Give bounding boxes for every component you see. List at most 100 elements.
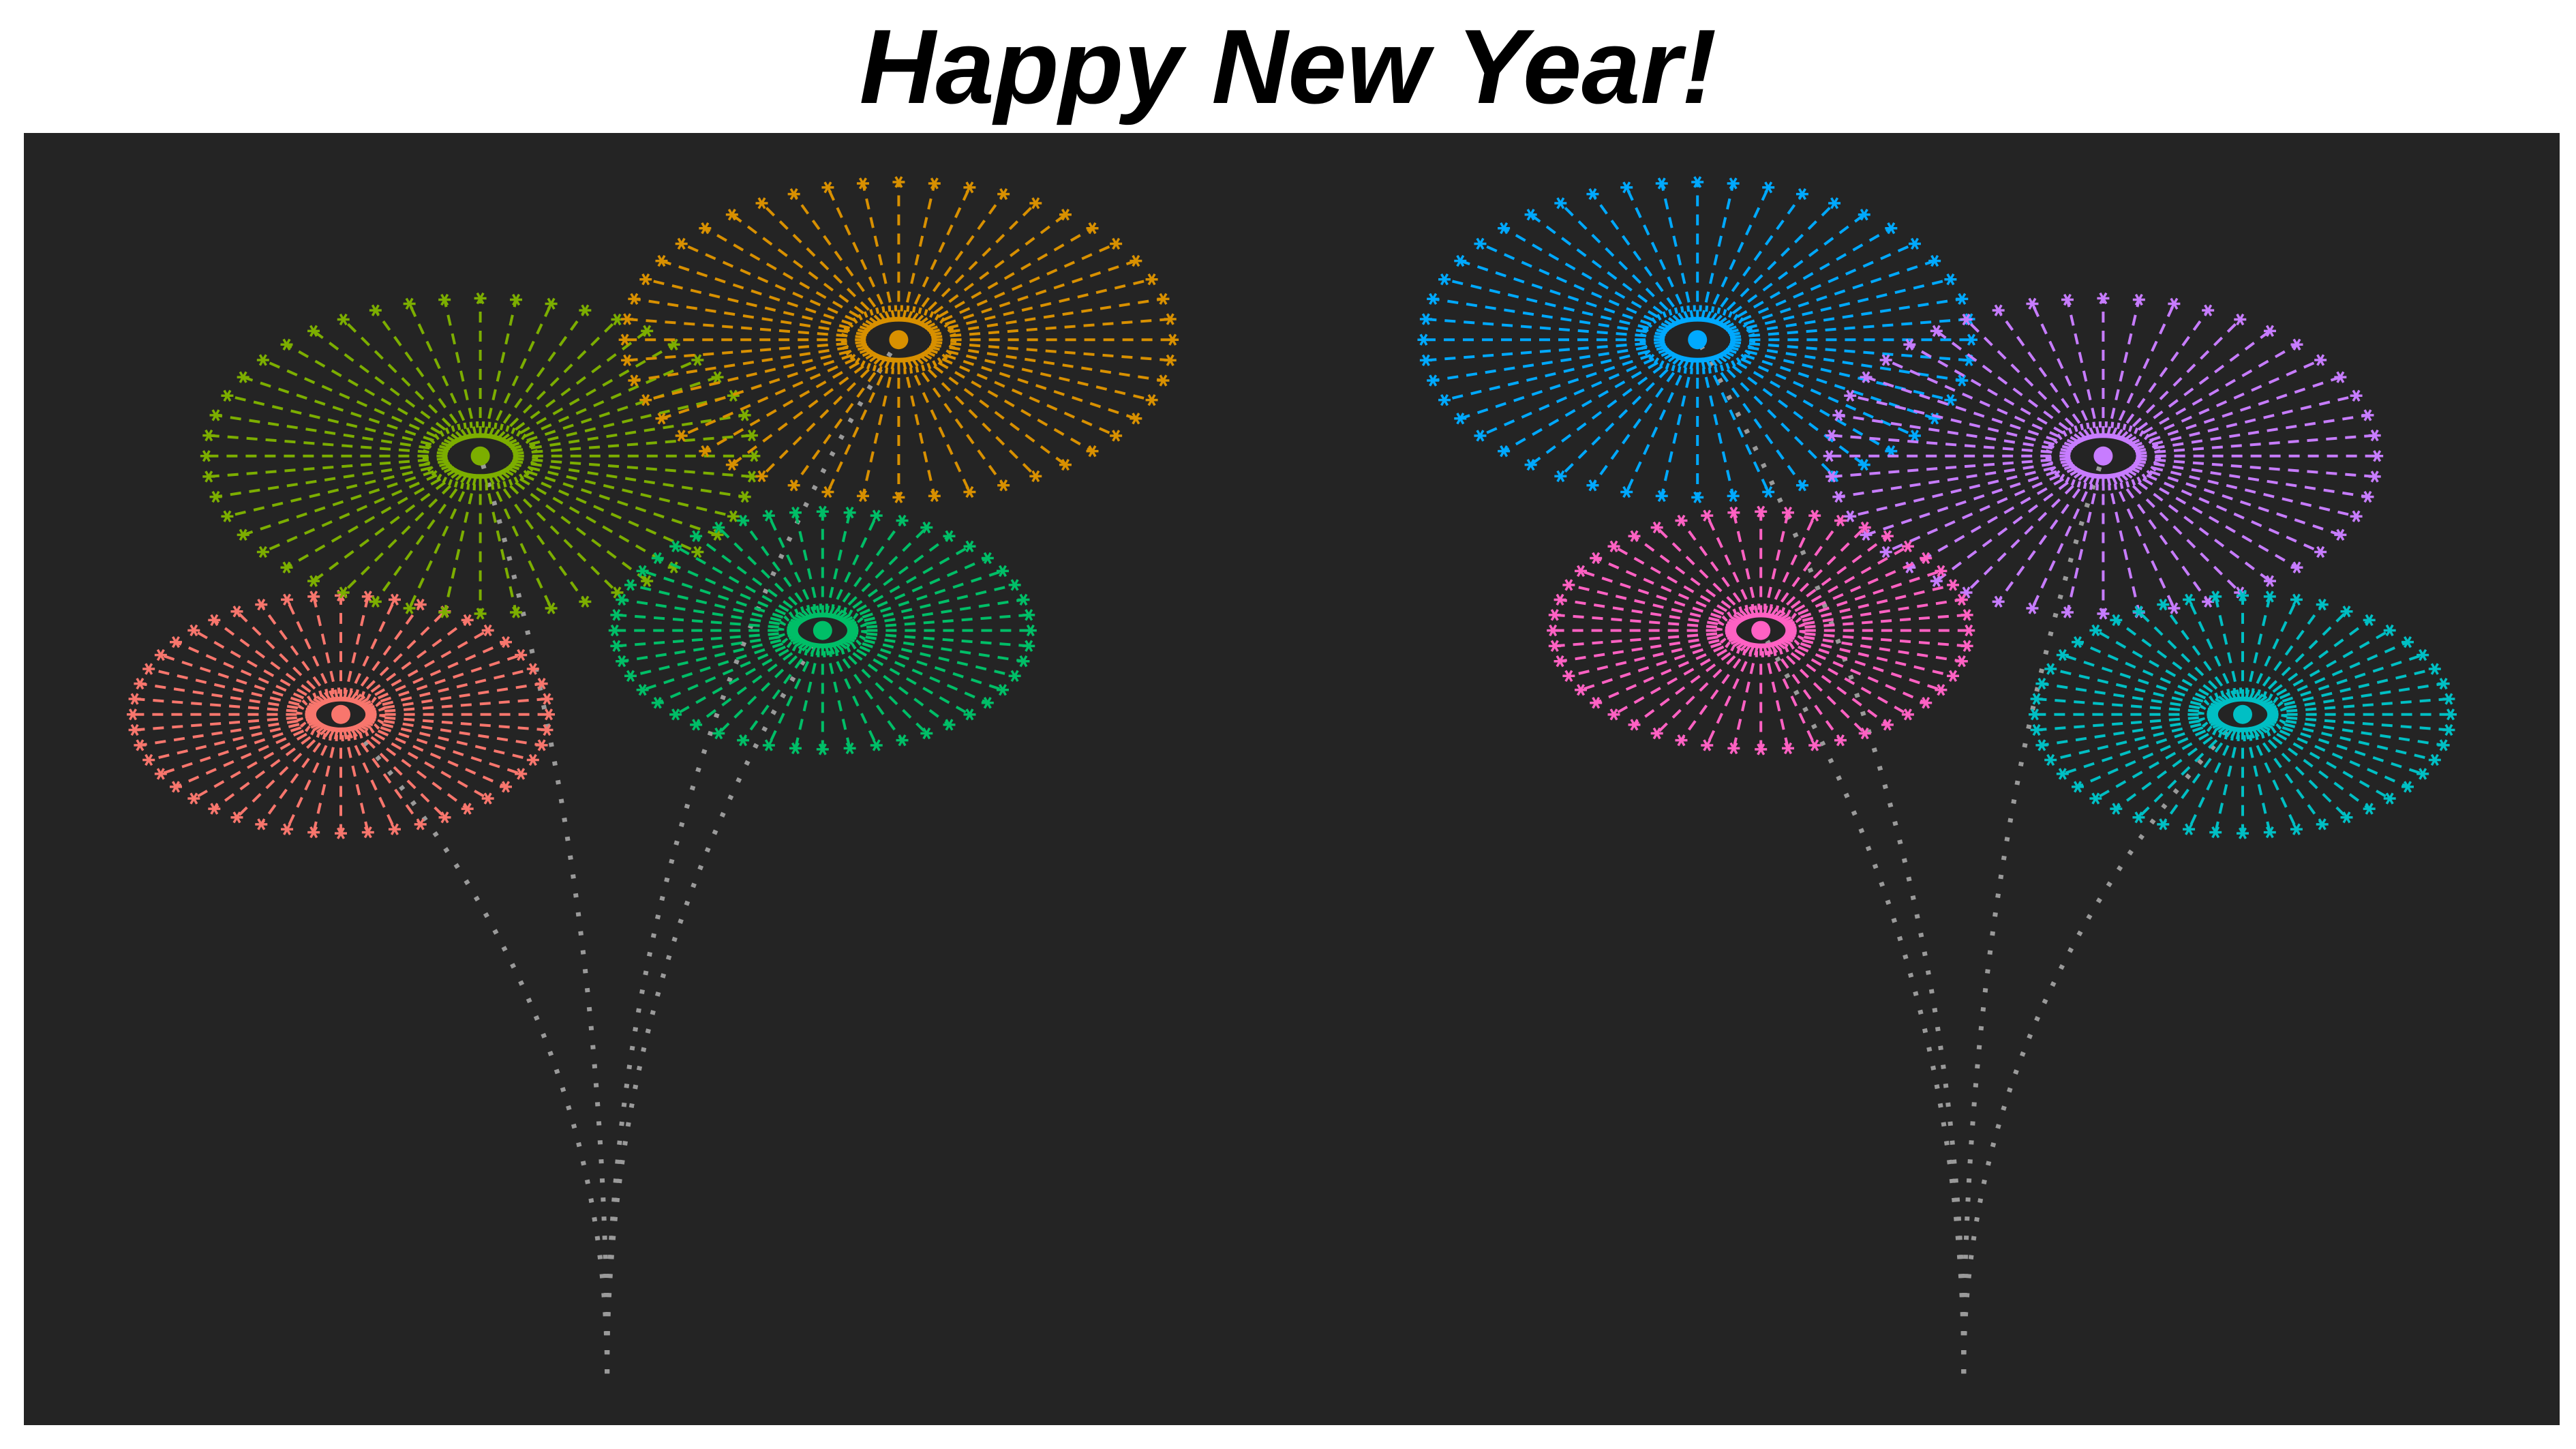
burst-star	[134, 677, 147, 690]
burst-star	[1110, 237, 1123, 250]
star-stroke	[2170, 297, 2179, 310]
star-stroke	[1166, 313, 1175, 325]
burst-star	[997, 188, 1010, 200]
burst-star	[2437, 677, 2450, 690]
star-stroke	[2265, 826, 2274, 839]
burst-star	[256, 546, 269, 558]
burst-ray	[2262, 640, 2408, 707]
star-stroke	[2430, 663, 2439, 675]
star-stroke	[1860, 458, 1868, 471]
burst-ray	[831, 520, 904, 618]
burst-star	[2056, 648, 2069, 661]
star-stroke	[1577, 565, 1586, 578]
burst-star	[403, 602, 416, 614]
star-stroke	[2439, 739, 2448, 751]
burst-star	[438, 293, 451, 306]
burst-star	[1022, 609, 1035, 621]
burst-ray	[374, 309, 469, 440]
star-stroke	[1147, 394, 1156, 406]
burst-ray	[2125, 468, 2298, 569]
burst-ray	[2031, 473, 2096, 609]
burst-star	[1164, 354, 1177, 367]
burst-ray	[374, 473, 469, 603]
burst-star	[2044, 753, 2057, 766]
burst-star	[128, 693, 141, 705]
star-stroke	[204, 470, 213, 483]
burst-star	[200, 450, 213, 462]
burst-ray	[634, 343, 868, 383]
burst-ray	[1680, 642, 1753, 741]
burst-star	[1992, 595, 2005, 608]
star-stroke	[1166, 354, 1175, 367]
burst-star	[128, 723, 141, 736]
burst-ray	[365, 717, 542, 747]
burst-ray	[704, 226, 877, 328]
burst-star	[208, 803, 221, 815]
star-stroke	[517, 648, 526, 661]
star-stroke	[1421, 354, 1430, 367]
burst-ray	[1704, 357, 1770, 493]
burst-star	[1930, 325, 1943, 338]
burst-ray	[262, 359, 455, 446]
burst-star	[691, 354, 704, 366]
burst-ray	[408, 473, 473, 609]
star-stroke	[922, 521, 931, 534]
star-stroke	[1025, 609, 1033, 621]
burst-star	[1008, 670, 1021, 682]
burst-ray	[2062, 653, 2222, 709]
burst-star	[2157, 599, 2170, 611]
burst-ray	[1625, 357, 1691, 493]
firework-burst	[618, 176, 1179, 504]
burst-star	[1575, 684, 1588, 696]
star-stroke	[1798, 188, 1806, 200]
burst-star	[1956, 374, 1969, 387]
burst-ray	[846, 633, 1024, 663]
star-stroke	[405, 297, 414, 310]
burst-star	[1548, 609, 1561, 621]
star-stroke	[1147, 273, 1156, 286]
burst-star	[1928, 254, 1941, 267]
burst-ray	[2066, 474, 2101, 613]
star-stroke	[1963, 640, 1971, 653]
star-stroke	[898, 514, 907, 527]
star-stroke	[1630, 719, 1639, 731]
burst-star	[655, 413, 668, 425]
star-stroke	[210, 803, 219, 815]
burst-ray	[642, 636, 802, 691]
star-stroke	[2385, 792, 2394, 805]
star-stroke	[1159, 293, 1168, 305]
burst-ray	[2257, 724, 2370, 810]
star-stroke	[416, 599, 425, 611]
star-stroke	[1828, 470, 1836, 483]
burst-star	[1823, 450, 1836, 462]
burst-ray	[1479, 350, 1672, 437]
burst-star	[1427, 374, 1440, 387]
star-stroke	[747, 470, 756, 483]
star-stroke	[1962, 313, 1971, 326]
burst-star	[500, 781, 513, 793]
burst-star	[669, 708, 682, 721]
burst-ray	[1503, 352, 1676, 453]
star-stroke	[202, 450, 211, 462]
star-stroke	[2073, 781, 2082, 793]
burst-ray	[499, 470, 648, 582]
burst-star	[789, 742, 802, 755]
burst-star	[787, 479, 800, 492]
star-stroke	[1652, 521, 1661, 534]
star-stroke	[2419, 648, 2427, 661]
star-stroke	[898, 734, 907, 747]
star-stroke	[528, 753, 537, 766]
star-stroke	[1957, 655, 1966, 668]
burst-ray	[901, 358, 936, 496]
burst-ray	[1716, 213, 1865, 326]
burst-star	[1022, 640, 1035, 653]
star-stroke	[2370, 470, 2379, 483]
burst-star	[2428, 663, 2441, 675]
burst-star	[691, 546, 704, 558]
burst-star	[1130, 413, 1142, 425]
burst-ray	[2122, 470, 2271, 582]
burst-star	[1628, 719, 1641, 731]
burst-star	[335, 827, 347, 839]
star-stroke	[1860, 209, 1868, 221]
burst-star	[1858, 458, 1870, 471]
